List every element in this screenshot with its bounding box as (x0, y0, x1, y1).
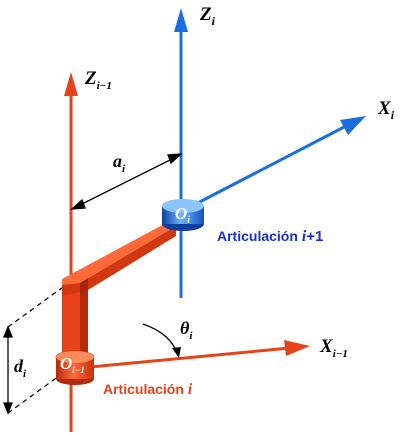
joint-current-label-text: Articulación (103, 381, 188, 397)
svg-text:Oi−1: Oi−1 (60, 354, 85, 375)
x-i-label-base: X (377, 98, 392, 119)
d-label-sub: i (23, 368, 27, 380)
theta-label-sub: i (189, 330, 193, 342)
d-label: di (14, 356, 27, 380)
theta-arc (142, 323, 179, 357)
z-i-label-sub: i (212, 14, 216, 28)
svg-text:ai: ai (113, 151, 126, 175)
svg-text:Zi−1: Zi−1 (84, 68, 112, 92)
o-prev-label: Oi−1 (60, 354, 85, 375)
theta-label-base: θ (180, 318, 190, 338)
joint-current-label: Articulación i (103, 381, 193, 398)
x-prev-label: Xi−1 (319, 336, 348, 360)
a-dimension-arrow (70, 153, 183, 210)
joint-current-label-var: i (188, 381, 193, 398)
x-i-axis (189, 116, 366, 209)
joint-next-label-text: Articulación (217, 228, 302, 244)
o-i-label-base: O (175, 204, 187, 223)
joint-next-label-suffix: +1 (306, 228, 323, 245)
joint-next-cylinder (162, 199, 204, 231)
o-prev-label-sub: i−1 (72, 365, 84, 375)
x-i-label-sub: i (391, 108, 395, 122)
svg-text:Oi: Oi (175, 204, 190, 226)
svg-text:Zi: Zi (199, 4, 216, 28)
a-label-sub: i (122, 163, 126, 175)
svg-text:θi: θi (180, 318, 193, 342)
joint-next-label: Articulación i+1 (217, 228, 323, 245)
d-dimension-arrow (3, 325, 13, 415)
theta-arc-arrowhead (172, 347, 181, 358)
o-i-label: Oi (175, 204, 190, 226)
z-i-label: Zi (199, 4, 216, 28)
x-prev-axis (79, 340, 310, 370)
svg-text:Xi−1: Xi−1 (319, 336, 348, 360)
dashed-guides (7, 281, 71, 414)
z-i-axis (174, 8, 188, 298)
svg-text:Xi: Xi (377, 98, 395, 122)
o-prev-label-base: O (60, 354, 72, 373)
red-link (62, 222, 176, 364)
svg-text:di: di (14, 356, 27, 380)
joint-next-label-var: i (302, 228, 307, 245)
z-prev-label: Zi−1 (84, 68, 112, 92)
x-i-label: Xi (377, 98, 395, 122)
z-prev-label-sub: i−1 (97, 80, 112, 92)
svg-text:Articulación i: Articulación i (103, 381, 193, 398)
svg-text:Articulación i+1: Articulación i+1 (217, 228, 323, 245)
joint-current-cylinder (55, 350, 95, 385)
theta-label: θi (180, 318, 193, 342)
z-prev-label-base: Z (84, 68, 97, 89)
z-i-label-base: Z (199, 4, 212, 25)
x-prev-label-base: X (319, 336, 334, 357)
d-label-base: d (14, 356, 24, 376)
a-label: ai (113, 151, 126, 175)
o-i-label-sub: i (187, 215, 190, 226)
x-prev-label-sub: i−1 (333, 348, 348, 360)
a-label-base: a (113, 151, 122, 171)
